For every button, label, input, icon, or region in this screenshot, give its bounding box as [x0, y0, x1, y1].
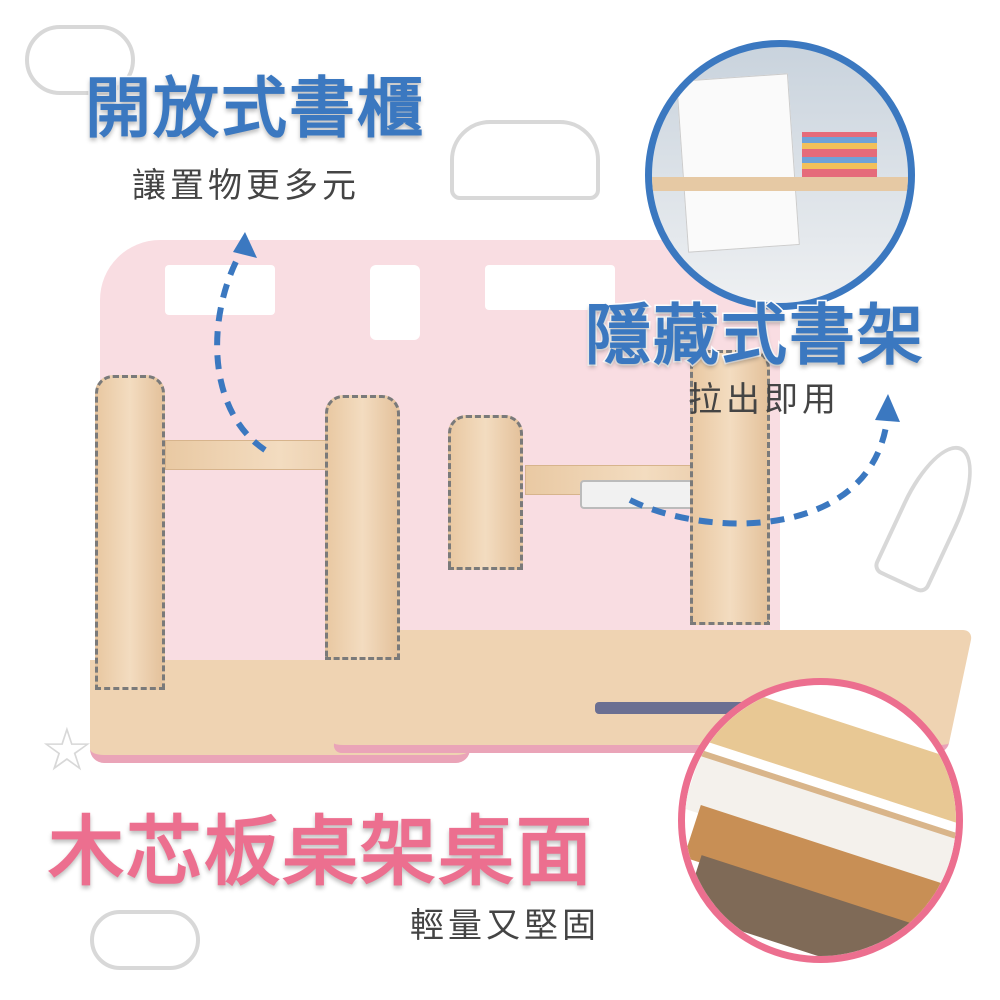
wall-holder	[370, 265, 420, 340]
cloud-doodle-icon-bottom	[90, 910, 200, 970]
book-spines-photo	[802, 132, 877, 177]
center-divider	[448, 415, 523, 570]
book-rest-inset-photo	[645, 40, 915, 310]
middle-shelf-side	[325, 395, 400, 660]
book-photo	[676, 73, 800, 253]
left-shelf-side	[95, 375, 165, 690]
open-bookcase-title: 開放式書櫃	[84, 69, 425, 149]
star-doodle-icon: ☆	[40, 715, 94, 785]
desktop-subtitle: 輕量又堅固	[410, 906, 600, 946]
wall-holder	[165, 265, 275, 315]
open-bookcase-subtitle: 讓置物更多元	[132, 166, 360, 206]
hidden-shelf-subtitle: 拉出即用	[688, 380, 840, 420]
cloud-doodle-icon	[25, 25, 135, 95]
dashed-arrow-right	[628, 394, 900, 527]
desk-shelf-product	[90, 240, 974, 763]
desktop-title: 木芯板桌架桌面	[47, 806, 594, 898]
wood-board-inset-photo	[678, 678, 963, 963]
shelf-photo	[652, 177, 908, 191]
dashed-arrow-left	[214, 232, 267, 453]
wall-holder	[485, 265, 615, 310]
car-doodle-icon	[450, 120, 600, 200]
right-shelf-side	[690, 350, 770, 625]
hidden-shelf-title: 隱藏式書架	[584, 296, 925, 376]
